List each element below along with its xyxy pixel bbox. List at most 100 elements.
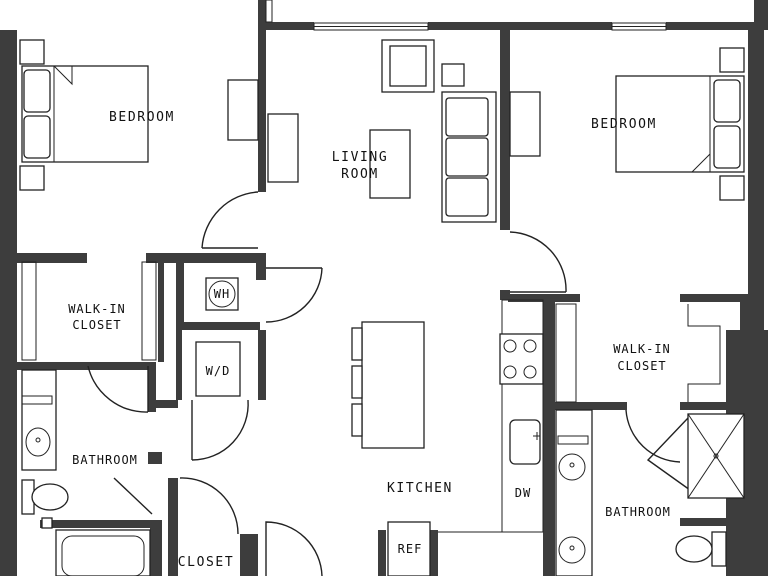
- bedroom-right: BEDROOM: [509, 47, 745, 201]
- dresser-right: [509, 91, 541, 157]
- bathtub-left: [55, 529, 151, 576]
- burner-3: [503, 365, 517, 379]
- wall-top-3: [666, 22, 760, 30]
- pillow-right-1: [713, 79, 741, 123]
- door-bedroom-right: [509, 231, 567, 293]
- label-bedroom-right: BEDROOM: [591, 117, 657, 132]
- shower-diag-2: [687, 413, 745, 499]
- stool-2: [351, 365, 363, 399]
- wall-bath-left-lower: [150, 520, 162, 576]
- vanity-left-shelf: [21, 395, 53, 405]
- wall-tub-top: [40, 520, 150, 528]
- wall-left-exterior: [0, 30, 17, 576]
- closet-rod-left-1: [21, 261, 37, 361]
- bed-left-sheet-fold: [52, 65, 73, 162]
- label-bath-left: BATHROOM: [72, 453, 138, 467]
- coffee-table: [369, 129, 411, 199]
- vanity-right-shelf: [557, 435, 589, 445]
- sink-left: [25, 427, 51, 457]
- closet-rod-right-1: [555, 303, 577, 403]
- vanity-right: [555, 409, 593, 576]
- nightstand-upper-left: [19, 39, 45, 65]
- kitchen-sink: [509, 419, 541, 465]
- door-wic-right: [625, 409, 681, 463]
- wall-bath-left-door-jamb: [148, 362, 156, 412]
- wall-kitchen-top-stub: [500, 290, 510, 300]
- wall-wd-left: [176, 330, 182, 400]
- wall-top-2: [428, 22, 612, 30]
- burner-1: [503, 339, 517, 353]
- label-wic-left-1: WALK-IN: [68, 302, 126, 316]
- wall-bedroom-left-right: [258, 0, 266, 192]
- label-bedroom-left: BEDROOM: [109, 110, 175, 125]
- pillow-left-2: [23, 115, 51, 159]
- utility: WH W/D: [195, 277, 241, 397]
- walk-in-closet-right: WALK-IN CLOSET: [555, 303, 721, 403]
- drain-left: [35, 437, 41, 443]
- wall-wic-left-right: [158, 262, 164, 362]
- bathroom-right: BATHROOM: [555, 409, 745, 576]
- sink-right-2: [558, 536, 586, 564]
- door-shower: [646, 417, 691, 491]
- wall-bedroom-bottom-2: [146, 253, 266, 263]
- washer-dryer: [195, 341, 241, 397]
- wall-wd-right: [258, 330, 266, 400]
- door-closet: [179, 477, 239, 535]
- bedroom-left: BEDROOM: [19, 39, 259, 191]
- wall-top-1: [266, 22, 314, 30]
- wall-living-bedroom-right: [500, 30, 510, 230]
- wall-bath-left-stub: [148, 452, 162, 464]
- nightstand-lower-right: [719, 175, 745, 201]
- water-heater-tank: [208, 280, 236, 308]
- wall-ref-right: [430, 530, 438, 576]
- toilet-bowl-right: [675, 535, 713, 563]
- door-wh: [265, 267, 323, 323]
- wall-right-upper: [748, 30, 764, 330]
- label-living-1: LIVING: [332, 150, 389, 165]
- shower-drain: [713, 453, 719, 459]
- wall-closet-right: [240, 534, 258, 576]
- sink-right-1: [558, 453, 586, 481]
- sofa-cushion-1: [445, 97, 489, 137]
- wall-right-hall: [543, 298, 555, 576]
- kitchen-island: [361, 321, 425, 449]
- door-wd: [191, 399, 249, 461]
- pillow-right-2: [713, 125, 741, 169]
- tv-console: [267, 113, 299, 183]
- wall-bath-right-top-2: [680, 402, 748, 410]
- label-wd: W/D: [206, 364, 231, 378]
- door-wic-left: [87, 365, 149, 413]
- closet: CLOSET: [178, 555, 235, 570]
- windows: [265, 0, 667, 31]
- side-table: [441, 63, 465, 87]
- wall-hall-left: [148, 400, 178, 408]
- dresser-left: [227, 79, 259, 141]
- wall-bath-right-top-1: [555, 402, 627, 410]
- wall-wic-right-top-2: [680, 294, 750, 302]
- bathroom-left: BATHROOM: [21, 369, 151, 576]
- closet-rod-right-2: [687, 304, 721, 402]
- door-bedroom-left: [201, 191, 259, 249]
- armchair-seat: [389, 45, 427, 87]
- living-room: LIVING ROOM: [267, 39, 497, 223]
- sink-faucet: [533, 432, 540, 440]
- wall-wic-right-right: [740, 300, 750, 410]
- drain-right-2: [569, 545, 575, 551]
- refrigerator: [387, 521, 431, 576]
- tp-holder-left: [41, 517, 53, 529]
- bathtub-left-inner: [61, 535, 145, 576]
- stool-1: [351, 327, 363, 361]
- vanity-left: [21, 369, 57, 471]
- wall-closet-left: [168, 478, 178, 576]
- sofa-cushion-2: [445, 137, 489, 177]
- wall-wh-left: [176, 262, 184, 328]
- label-closet: CLOSET: [178, 555, 235, 570]
- cooktop: [499, 333, 544, 385]
- label-wic-right-2: CLOSET: [617, 359, 666, 373]
- label-ref: REF: [398, 542, 423, 556]
- door-entry: [265, 521, 323, 576]
- toilet-bowl-left: [31, 483, 69, 511]
- wall-bath-left-top: [17, 362, 152, 370]
- wall-wic-right-top-1: [508, 294, 580, 302]
- label-wic-right-1: WALK-IN: [613, 342, 671, 356]
